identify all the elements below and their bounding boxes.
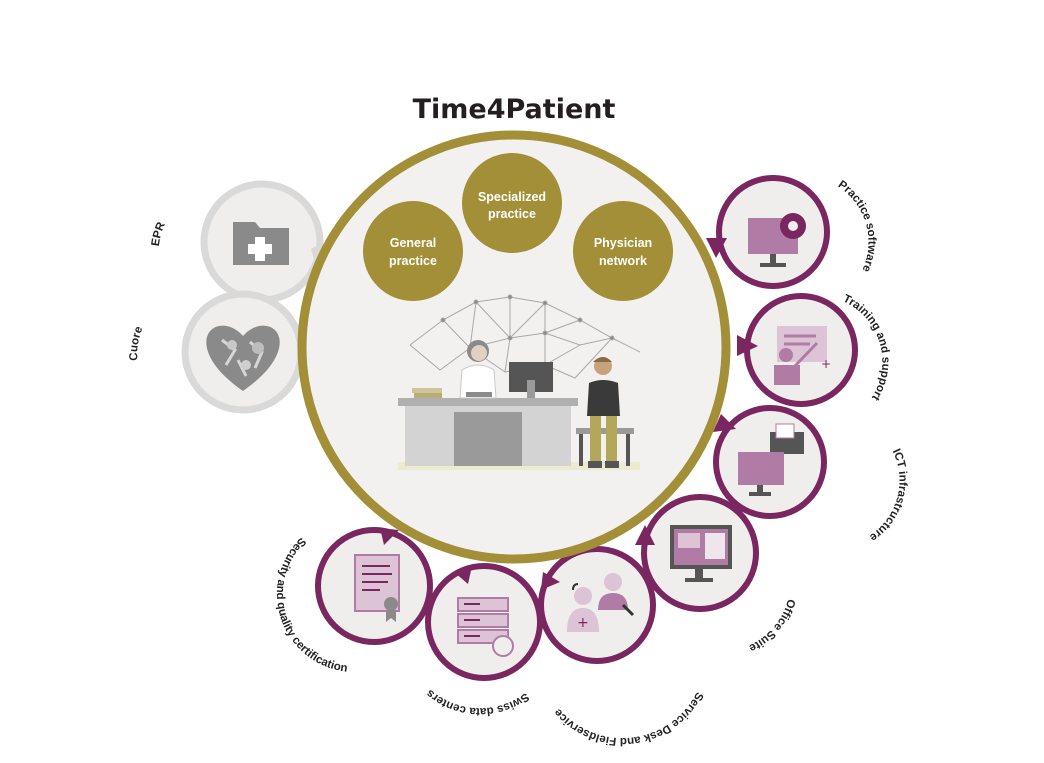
service-label-cuore: Cuore — [128, 325, 145, 361]
support-agents-icon: + — [567, 573, 635, 632]
bubble-general-practice: General practice — [363, 201, 463, 301]
bubble-physician-network: Physician network — [573, 201, 673, 301]
office-monitor-icon — [670, 525, 732, 582]
desk — [398, 398, 578, 466]
computer-monitor — [509, 362, 553, 398]
network-mesh — [409, 294, 641, 379]
service-label-desk-fieldservice: Service Desk and Fieldservice — [552, 690, 705, 747]
service-practice-software: Practice software — [706, 175, 878, 289]
bubble-label-line1: General — [390, 236, 437, 250]
service-office-suite: Office Suite — [635, 494, 797, 654]
consultation-scene — [398, 340, 640, 470]
svg-text:+: + — [821, 357, 831, 371]
service-label-ict-infrastructure: ICT infrastructure — [867, 447, 908, 543]
heart-icon — [206, 325, 280, 391]
service-ict-infrastructure: ICT infrastructure — [713, 405, 909, 543]
presentation-board-icon: + — [774, 326, 831, 385]
svg-text:+: + — [577, 615, 589, 631]
monitor-gear-icon — [748, 213, 806, 267]
doctor-figure — [459, 340, 497, 399]
certificate-icon — [354, 554, 400, 622]
service-label-swiss-data-centers: Swiss data centers — [424, 687, 531, 717]
bubble-label-line2: practice — [488, 207, 536, 221]
service-label-practice-software: Practice software — [836, 179, 878, 274]
computer-printer-icon — [738, 423, 804, 496]
patient-figure — [576, 357, 634, 468]
diagram-title: Time4Patient — [413, 94, 616, 125]
service-training-support: + Training and support — [737, 293, 891, 407]
service-swiss-data-centers: Swiss data centers — [424, 563, 543, 717]
server-rack-icon — [457, 597, 514, 657]
medical-folder-icon — [233, 222, 289, 265]
service-security-certification: Security and quality certification — [274, 527, 433, 675]
bubble-specialized-practice: Specialized practice — [462, 153, 562, 253]
service-epr: EPR — [150, 180, 324, 304]
bubble-label-line2: network — [599, 254, 647, 268]
bubble-label-line1: Physician — [594, 236, 652, 250]
bubble-label-line1: Specialized — [478, 190, 546, 204]
books — [412, 388, 442, 398]
bubble-label-line2: practice — [389, 254, 437, 268]
service-label-epr: EPR — [150, 220, 168, 247]
service-cuore: Cuore — [128, 290, 312, 414]
service-label-office-suite: Office Suite — [747, 598, 797, 654]
